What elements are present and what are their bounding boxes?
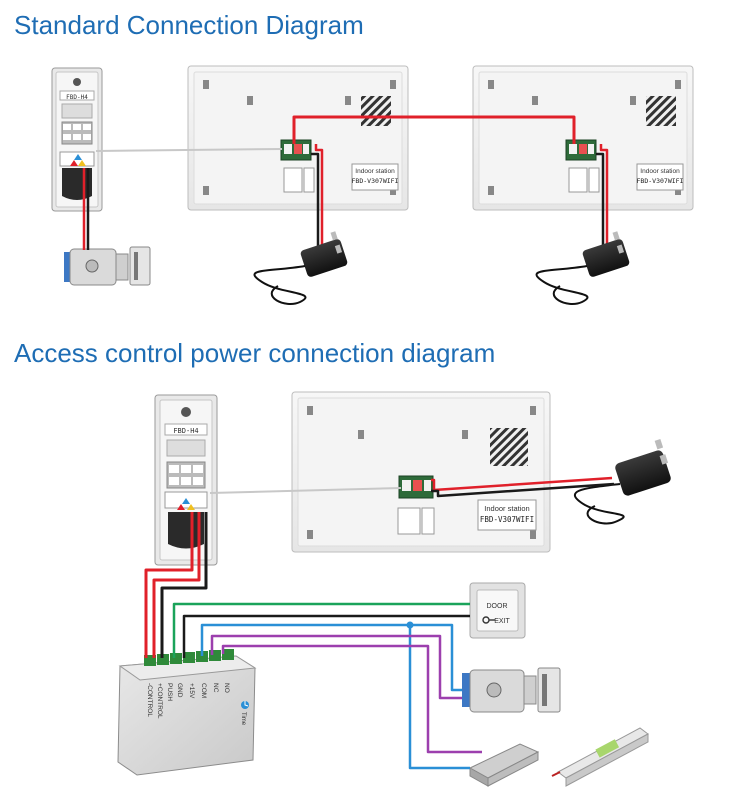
power-adapter-3 [573, 438, 671, 525]
indoor-station-1: Indoor station FBD-V307WIFI [187, 65, 409, 211]
outdoor-model-label-bottom: FBD-H4 [173, 427, 198, 435]
standard-diagram-title: Standard Connection Diagram [14, 10, 364, 40]
wire-junction-dot [406, 621, 414, 629]
terminal-label-4: GND [176, 683, 183, 698]
terminal-label-1: -CONTROL [146, 683, 153, 717]
exit-button-line1: DOOR [487, 603, 508, 610]
access-diagram-title: Access control power connection diagram [14, 338, 496, 368]
indoor-station-2-label: Indoor station [640, 168, 680, 175]
terminal-label-5: +15V [188, 683, 195, 699]
power-adapter-2 [535, 231, 630, 305]
access-power-box: -CONTROL +CONTROL PUSH GND +15V COM NC N… [117, 649, 257, 776]
strike-lock [551, 727, 649, 787]
terminal-block [144, 649, 234, 666]
indoor-station-3: Indoor station FBD-V307WIFI [291, 391, 551, 553]
exit-button-line2: EXIT [494, 618, 510, 625]
time-dial-icon [241, 701, 249, 709]
key-icon [482, 616, 495, 624]
outdoor-model-label-top: FBD-H4 [66, 94, 88, 101]
outdoor-unit-bottom: FBD-H4 [154, 394, 218, 566]
bottom-wiring [144, 476, 615, 770]
terminal-label-6: COM [200, 683, 207, 698]
magnetic-lock [468, 743, 540, 787]
electric-lock-bottom [462, 667, 561, 713]
electric-lock-top [64, 246, 151, 286]
indoor-station-2-model: FBD-V307WIFI [637, 177, 684, 185]
indoor-station-2: Indoor station FBD-V307WIFI [472, 65, 694, 211]
terminal-label-2: +CONTROL [156, 683, 163, 719]
exit-button-device: DOOR EXIT [469, 582, 526, 639]
time-label: Time [240, 712, 246, 726]
indoor-station-3-model: FBD-V307WIFI [480, 515, 534, 524]
indoor-station-3-label: Indoor station [484, 504, 529, 513]
terminal-label-7: NC [212, 683, 219, 693]
indoor-station-1-label: Indoor station [355, 168, 395, 175]
terminal-label-8: NO [223, 683, 230, 693]
outdoor-unit-top: FBD-H4 [51, 67, 103, 212]
indoor-station-1-model: FBD-V307WIFI [352, 177, 399, 185]
power-adapter-1 [253, 231, 348, 305]
terminal-label-3: PUSH [166, 683, 173, 701]
top-wiring [82, 115, 609, 250]
